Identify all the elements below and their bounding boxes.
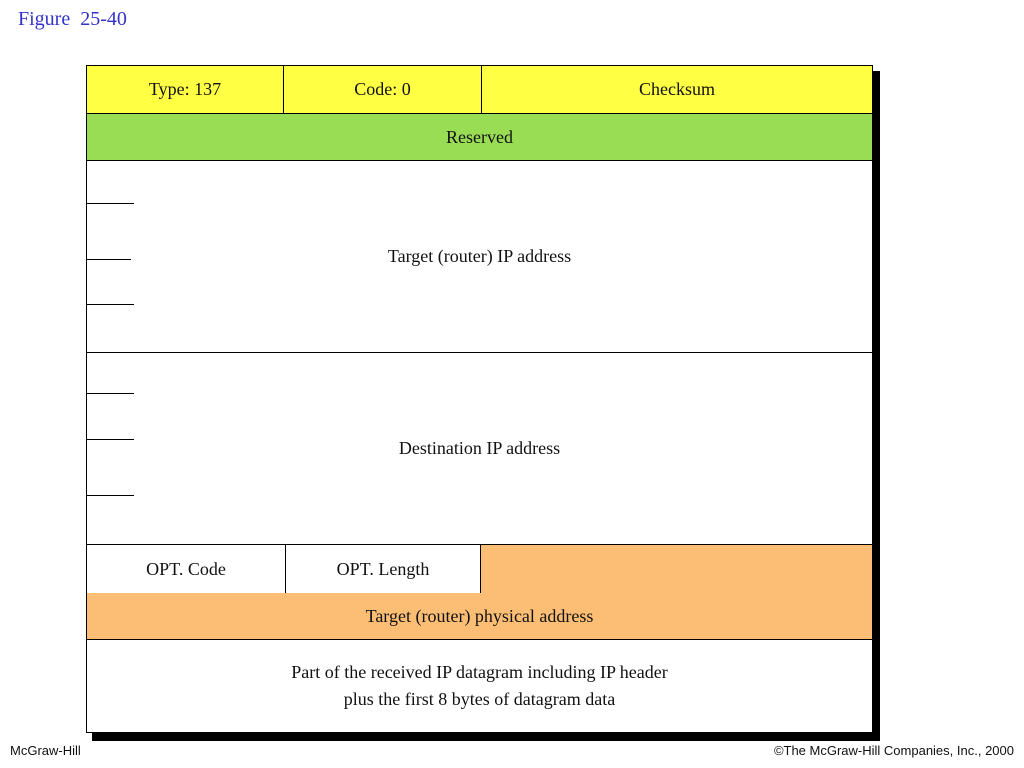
figure-title: Figure 25-40 [18,8,127,30]
icmp-packet-diagram: Type: 137 Code: 0 Checksum Reserved Targ… [86,65,873,733]
target-ip-field-label: Target (router) IP address [387,246,572,266]
opt-code-field-label: OPT. Code [146,558,226,579]
received-datagram-line-1: Part of the received IP datagram includi… [291,662,668,682]
footer-publisher: McGraw-Hill [10,743,81,758]
received-datagram-line-2: plus the first 8 bytes of datagram data [343,689,616,709]
type-field-label: Type: 137 [148,79,222,99]
opt-code-field: OPT. Code [87,545,286,593]
word-divider-tick [87,259,131,260]
opt-length-field-label: OPT. Length [336,558,430,579]
destination-ip-field: Destination IP address [87,353,872,545]
type-field: Type: 137 [87,66,284,114]
target-ip-field: Target (router) IP address [87,161,872,353]
target-physical-address-label: Target (router) physical address [365,605,594,626]
word-divider-tick [87,203,134,204]
word-divider-tick [87,439,134,440]
received-datagram-field: Part of the received IP datagram includi… [87,640,872,732]
checksum-field-label: Checksum [639,79,715,99]
footer-copyright: ©The McGraw-Hill Companies, Inc., 2000 [773,743,1014,758]
checksum-field: Checksum [482,66,872,114]
word-divider-tick [87,393,134,394]
word-divider-tick [87,495,134,496]
code-field-label: Code: 0 [354,79,411,99]
physical-address-start-field [481,545,872,593]
target-physical-address-field: Target (router) physical address [87,593,872,640]
reserved-field: Reserved [87,114,872,161]
word-divider-tick [87,304,134,305]
opt-length-field: OPT. Length [286,545,481,593]
reserved-field-label: Reserved [446,126,513,147]
code-field: Code: 0 [284,66,482,114]
destination-ip-field-label: Destination IP address [398,438,561,458]
